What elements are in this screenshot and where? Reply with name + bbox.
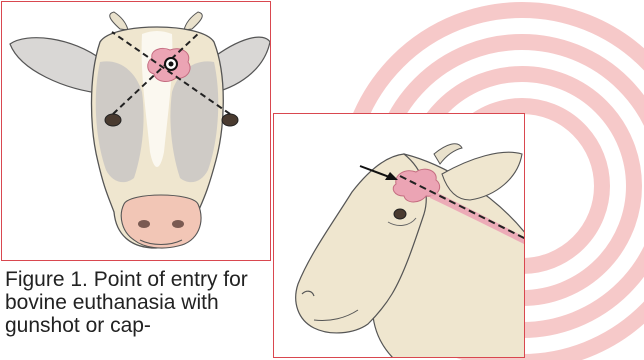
left-nostril: [138, 220, 150, 228]
left-horn: [110, 12, 128, 30]
muzzle: [121, 195, 201, 248]
side-view-panel: [273, 113, 525, 358]
horn-side: [434, 144, 462, 164]
right-horn: [184, 12, 202, 30]
cow-front-illustration: [2, 2, 271, 261]
right-nostril: [172, 220, 184, 228]
right-eye: [222, 114, 238, 126]
cow-side-illustration: [274, 114, 525, 358]
figure-caption: Figure 1. Point of entry for bovine euth…: [5, 268, 267, 337]
eye-side: [394, 209, 406, 219]
front-view-panel: [1, 1, 271, 261]
left-eye: [105, 114, 121, 126]
ear-side: [442, 152, 522, 200]
